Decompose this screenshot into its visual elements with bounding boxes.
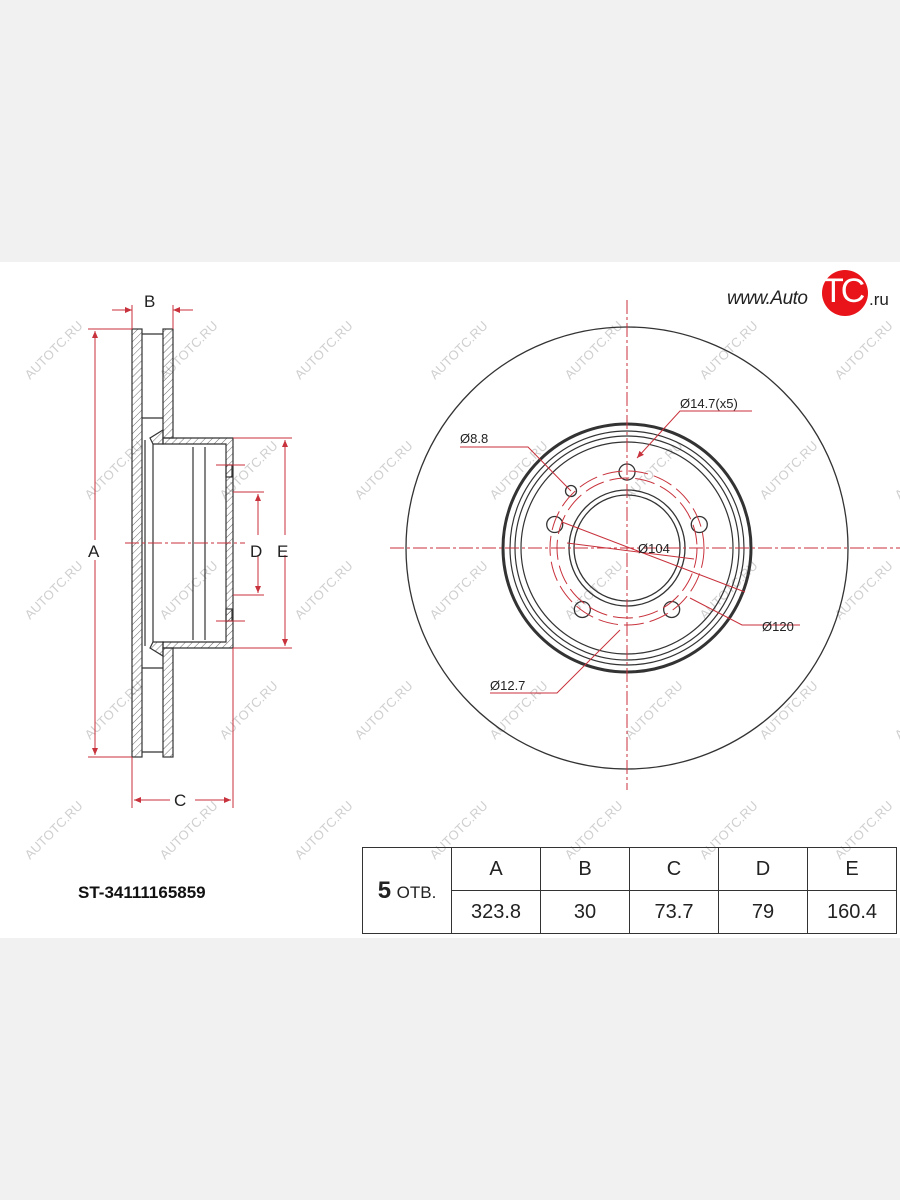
specs-table: 5 ОТВ. A B C D E 323.8 30 73.7 79 160.4 — [362, 847, 897, 934]
watermark-text: AUTOTC.RU — [757, 678, 821, 742]
callout-hub-hole: Ø12.7 — [490, 678, 525, 693]
holes-count: 5 — [377, 876, 392, 904]
value-c: 73.7 — [629, 890, 719, 934]
watermark-text: AUTOTC.RU — [892, 678, 900, 742]
part-number: ST-34111165859 — [78, 883, 206, 902]
watermark-text: AUTOTC.RU — [157, 558, 221, 622]
watermark-text: AUTOTC.RU — [427, 318, 491, 382]
watermark-text: AUTOTC.RU — [487, 438, 551, 502]
outer-plate-right-bottom — [162, 647, 174, 758]
bolt-hole — [690, 515, 708, 534]
label-b: B — [144, 292, 155, 311]
watermark-text: AUTOTC.RU — [292, 318, 356, 382]
value-e: 160.4 — [807, 890, 897, 934]
header-b: B — [540, 847, 630, 891]
watermark-text: AUTOTC.RU — [697, 558, 761, 622]
logo-suffix: .ru — [869, 290, 889, 309]
watermark-text: AUTOTC.RU — [352, 438, 416, 502]
holes-unit: ОТВ. — [396, 882, 437, 902]
header-d: D — [718, 847, 808, 891]
label-c: C — [174, 791, 186, 810]
watermark-text: AUTOTC.RU — [22, 318, 86, 382]
outer-plate-right-top — [162, 328, 174, 439]
value-b: 30 — [540, 890, 630, 934]
label-e: E — [277, 542, 288, 561]
side-dimensions — [88, 305, 292, 808]
header-e: E — [807, 847, 897, 891]
watermark-text: AUTOTC.RU — [292, 798, 356, 862]
watermark-text: AUTOTC.RU — [622, 678, 686, 742]
watermark-text: AUTOTC.RU — [22, 558, 86, 622]
watermark-text: AUTOTC.RU — [832, 318, 896, 382]
value-a: 323.8 — [451, 890, 541, 934]
callout-bolt-holes: Ø14.7(x5) — [680, 396, 738, 411]
callout-bolt-circle: Ø120 — [762, 619, 794, 634]
small-hole — [564, 484, 578, 498]
watermark-text: AUTOTC.RU — [832, 558, 896, 622]
header-a: A — [451, 847, 541, 891]
logo-circle — [822, 270, 868, 316]
logo-letters: TC — [823, 272, 865, 310]
watermark-text: AUTOTC.RU — [292, 558, 356, 622]
front-dimensions — [390, 300, 900, 790]
label-a: A — [88, 542, 100, 561]
bolt-hole — [663, 600, 681, 619]
label-d: D — [250, 542, 262, 561]
callout-center-bore: Ø104 — [638, 541, 670, 556]
watermark-text: AUTOTC.RU — [697, 318, 761, 382]
logo-prefix: www.Auto — [727, 288, 808, 309]
watermark-text: AUTOTC.RU — [352, 678, 416, 742]
watermark-text: AUTOTC.RU — [217, 678, 281, 742]
watermark-text: AUTOTC.RU — [157, 798, 221, 862]
watermark-text: AUTOTC.RU — [892, 438, 900, 502]
callout-small-hole: Ø8.8 — [460, 431, 488, 446]
brand-logo: www.Auto TC .ru — [727, 270, 897, 320]
watermark-text: AUTOTC.RU — [427, 558, 491, 622]
watermark-text: AUTOTC.RU — [757, 438, 821, 502]
header-c: C — [629, 847, 719, 891]
value-d: 79 — [718, 890, 808, 934]
holes-cell: 5 ОТВ. — [362, 847, 452, 934]
watermark-text: AUTOTC.RU — [22, 798, 86, 862]
bolt-hole — [546, 515, 564, 534]
